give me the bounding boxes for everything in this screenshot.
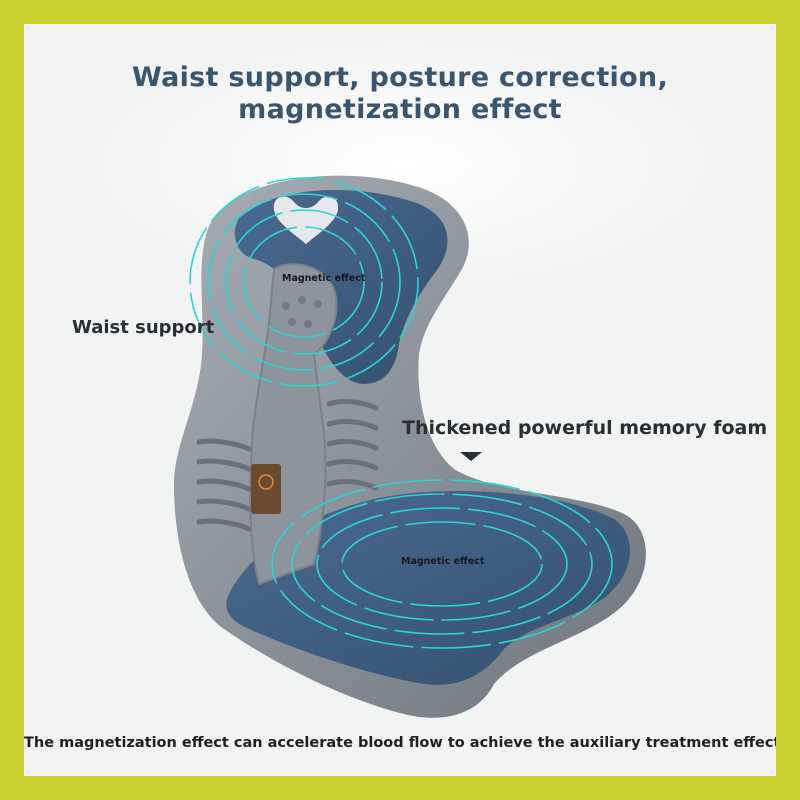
magnetic-ring bbox=[225, 209, 383, 355]
lumbar-dot bbox=[314, 300, 322, 308]
shell-rib bbox=[196, 438, 252, 452]
logo-badge-mark bbox=[258, 474, 274, 490]
shell-rib bbox=[196, 518, 252, 532]
shell-rib bbox=[326, 438, 379, 451]
lumbar-dot bbox=[298, 296, 306, 304]
magnetic-rings-upper bbox=[189, 177, 419, 387]
memory-foam-label: Thickened powerful memory foam bbox=[402, 417, 768, 439]
shell-rib bbox=[196, 498, 252, 512]
shell-ribs bbox=[196, 398, 379, 532]
shell-rib bbox=[196, 458, 252, 472]
headline: Waist support, posture correction, magne… bbox=[131, 62, 669, 125]
shell-rib bbox=[196, 478, 252, 492]
magnetic-effect-label-lower: Magnetic effect bbox=[401, 556, 485, 567]
lumbar-dot bbox=[282, 302, 290, 310]
shell-rib bbox=[326, 398, 379, 411]
shell-rib bbox=[326, 458, 379, 471]
magnetic-ring bbox=[243, 226, 365, 338]
lumbar-dot bbox=[288, 318, 296, 326]
lumbar-dot bbox=[304, 320, 312, 328]
heart-cutout bbox=[273, 196, 339, 244]
magnetic-ring bbox=[341, 521, 543, 607]
down-arrow-icon bbox=[460, 452, 482, 461]
shell-rib bbox=[326, 418, 379, 431]
waist-support-label: Waist support bbox=[72, 317, 215, 338]
magnetic-effect-label-upper: Magnetic effect bbox=[282, 273, 366, 284]
magnetic-ring bbox=[291, 493, 593, 635]
magnetic-ring bbox=[316, 507, 568, 621]
magnetic-ring bbox=[189, 177, 419, 387]
product-panel: Waist support, posture correction, magne… bbox=[24, 24, 776, 776]
bottom-caption: The magnetization effect can accelerate … bbox=[24, 735, 776, 751]
seat-fabric bbox=[226, 491, 630, 685]
magnetic-rings-lower bbox=[271, 479, 613, 649]
backrest-fabric bbox=[234, 190, 448, 384]
cushion-illustration bbox=[174, 175, 646, 718]
shell-rib bbox=[326, 478, 379, 491]
magnetic-ring bbox=[207, 193, 401, 371]
magnetic-ring bbox=[271, 479, 613, 649]
